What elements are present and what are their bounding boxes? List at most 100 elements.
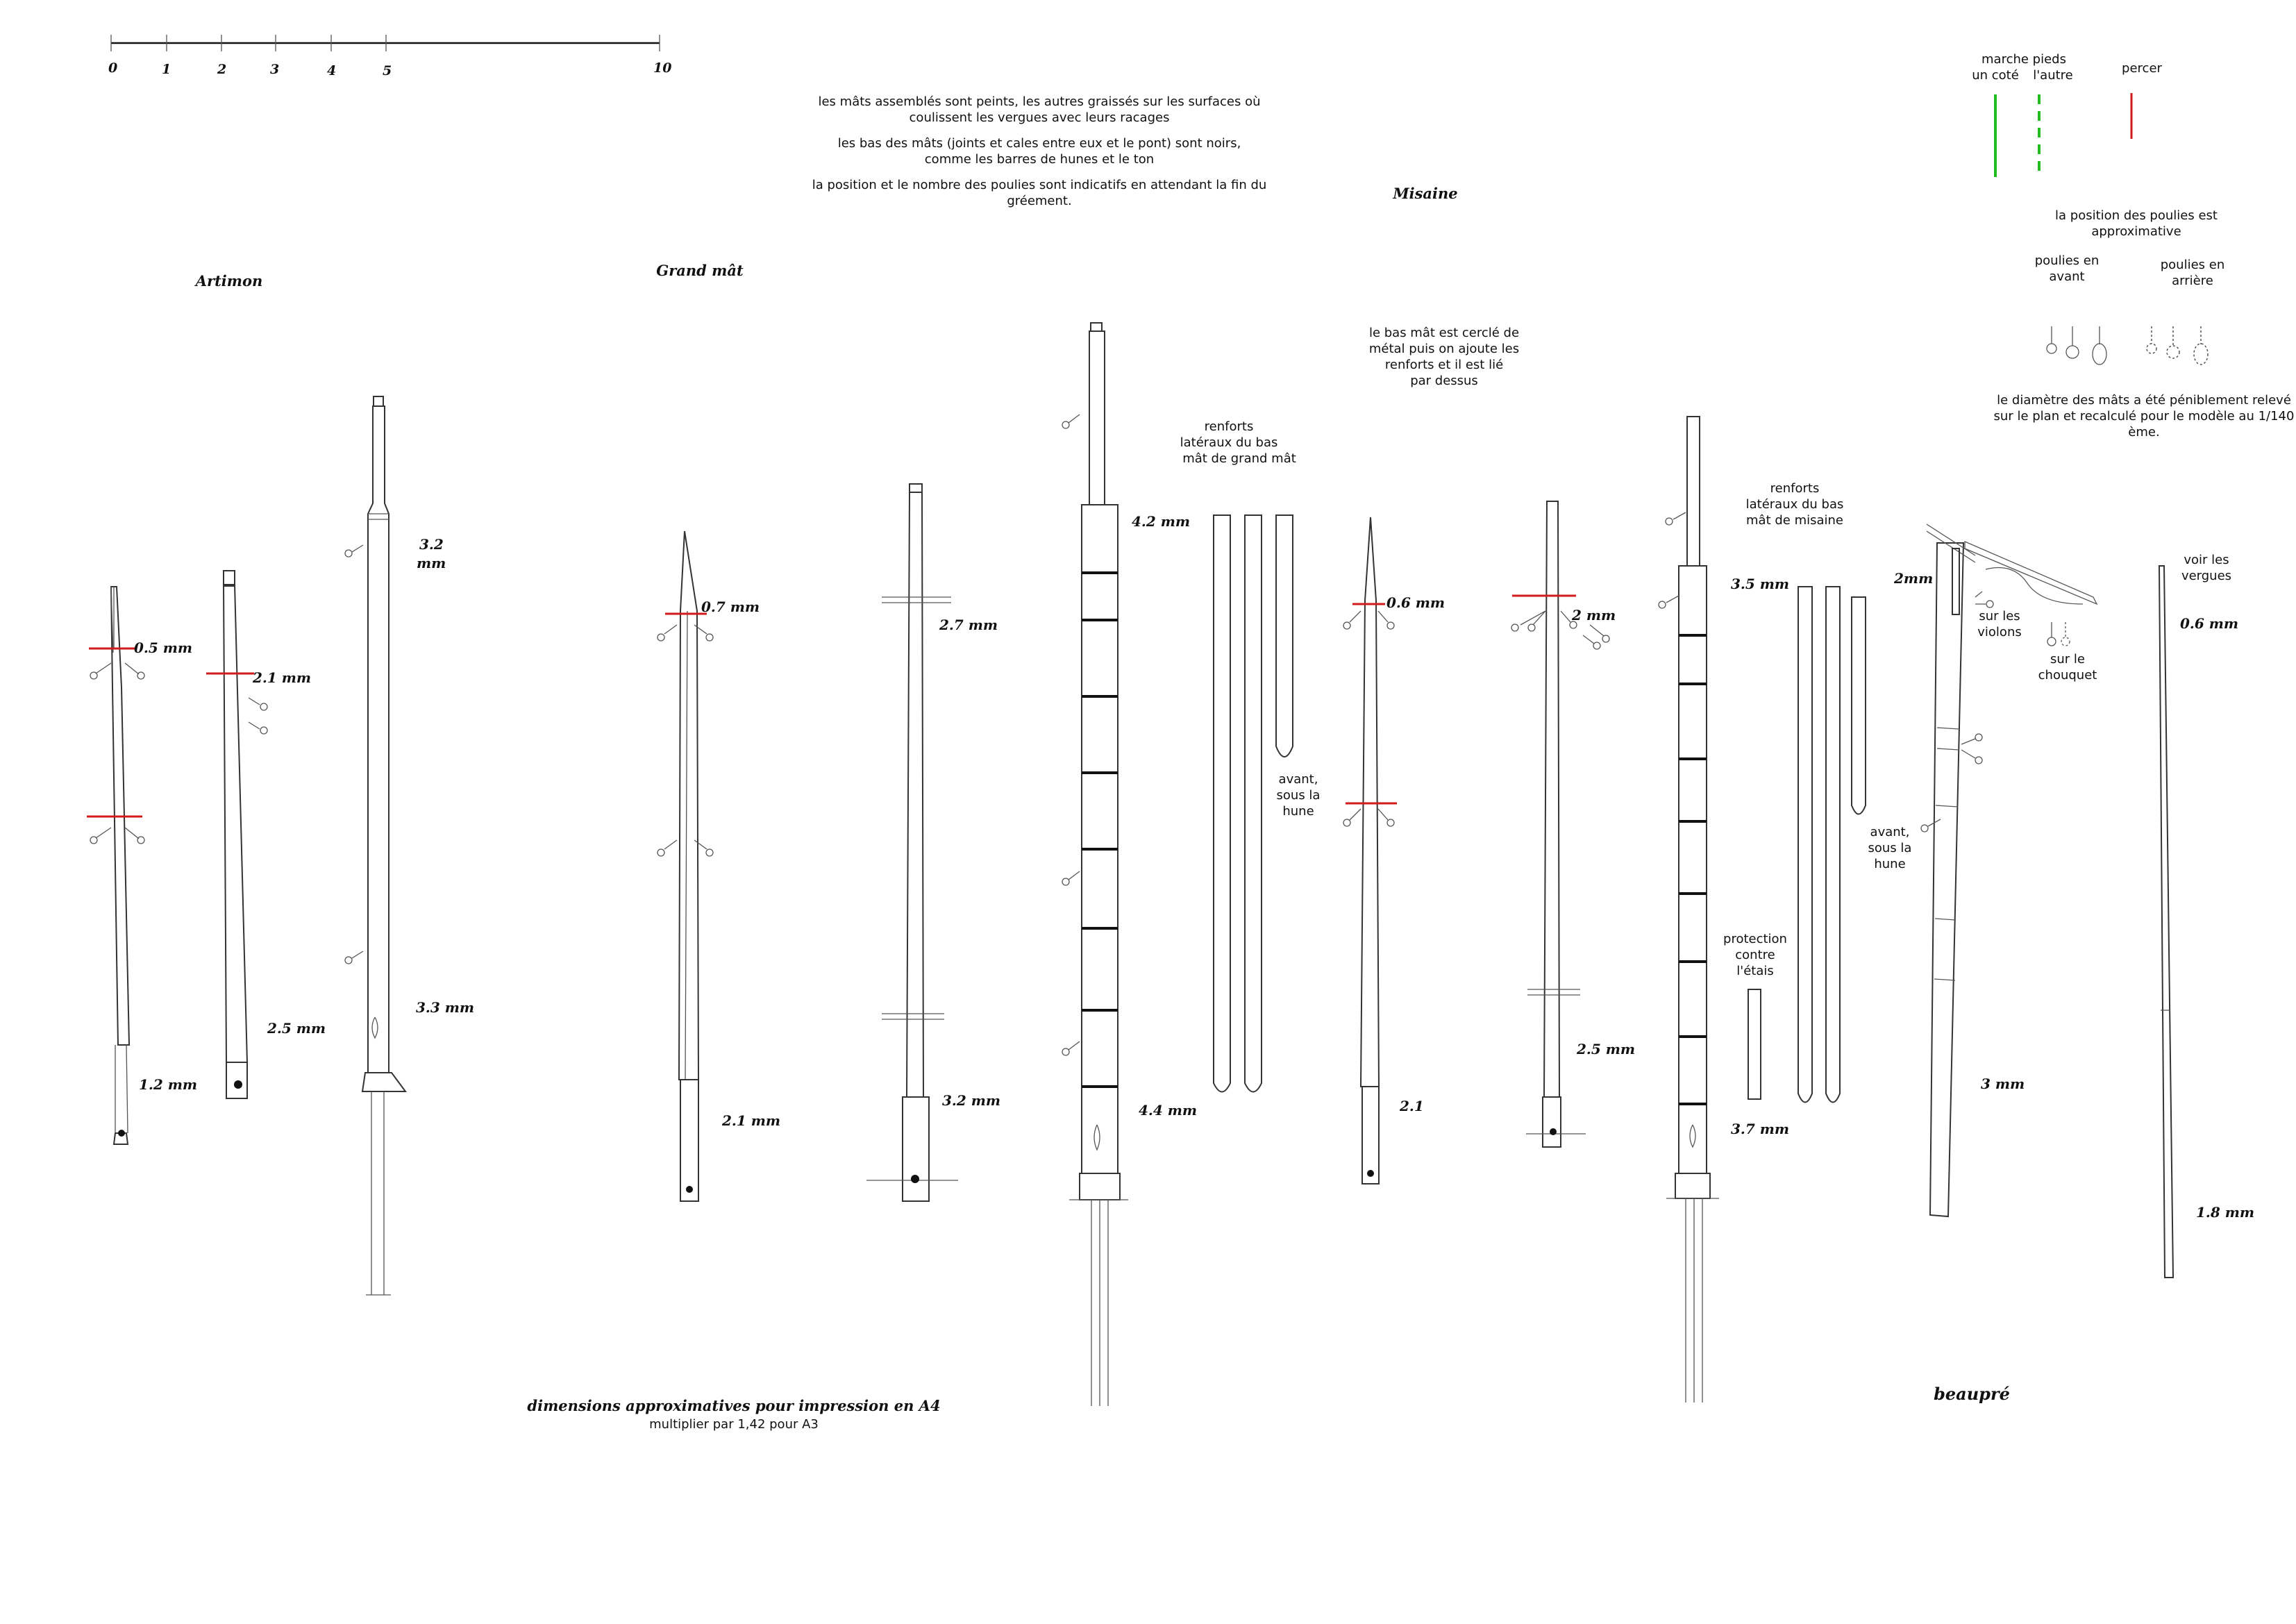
scale-label-5: 5 (383, 63, 392, 78)
dim-artimon-2-bottom: 2.5 mm (267, 1020, 326, 1037)
dim-grand-2-top: 2.7 mm (939, 617, 998, 633)
vergues-label-2: vergues (2181, 569, 2231, 583)
protection-label-1: protection (1723, 932, 1787, 946)
scale-label-10: 10 (653, 60, 671, 76)
note-pulleys-2: gréement. (1007, 194, 1071, 208)
avant-hune-misaine-1: avant, (1870, 825, 1910, 839)
print-note-2: multiplier par 1,42 pour A3 (649, 1417, 819, 1432)
legend-avant-1: poulies en (2035, 253, 2100, 268)
note-bas-mat-1: le bas mât est cerclé de (1369, 326, 1519, 340)
dim-artimon-3-top-1: 3.2 (419, 536, 444, 553)
scale-label-1: 1 (162, 62, 171, 77)
legend-l-autre: l'autre (2033, 68, 2073, 83)
dim-grand-2-bottom: 3.2 mm (942, 1092, 1000, 1109)
legend: marche pieds un coté l'autre percer la p… (1972, 52, 2294, 440)
renforts-grand-label-1: renforts (1205, 419, 1254, 434)
title-misaine: Misaine (1392, 185, 1457, 202)
renforts-grand-label-3: mât de grand mât (1182, 451, 1296, 466)
artimon-mast-1 (87, 586, 145, 1145)
dim-vergue-bottom: 1.8 mm (2196, 1204, 2254, 1221)
beaupre-mast (1920, 524, 2098, 1218)
pulley-forward-icons (2046, 326, 2107, 365)
artimon-mast-2 (206, 570, 268, 1099)
dim-beaupre-bottom: 3 mm (1981, 1075, 2025, 1092)
vergue-spar (2158, 565, 2175, 1278)
print-note-1: dimensions approximatives pour impressio… (527, 1397, 940, 1414)
title-beaupre: beaupré (1934, 1384, 2010, 1404)
renforts-grand-mat: renforts latéraux du bas mât de grand mâ… (1180, 419, 1321, 1093)
misaine-mast-3 (1658, 416, 1719, 1403)
scale-label-3: 3 (270, 62, 279, 77)
chouquet-label-1: sur le (2050, 652, 2085, 667)
note-painted-1: les mâts assemblés sont peints, les autr… (818, 94, 1260, 109)
avant-hune-grand-3: hune (1282, 804, 1314, 819)
dim-artimon-1-bottom: 1.2 mm (139, 1076, 197, 1093)
dim-beaupre-top: 2mm (1893, 570, 1933, 587)
avant-hune-grand-1: avant, (1279, 772, 1318, 787)
renforts-misaine-label-3: mât de misaine (1746, 513, 1843, 528)
dim-misaine-3-bottom: 3.7 mm (1731, 1121, 1789, 1137)
title-artimon: Artimon (194, 272, 263, 290)
scale-label-2: 2 (217, 62, 226, 77)
protection-label-3: l'étais (1736, 964, 1774, 978)
legend-diam-2: sur le plan et recalculé pour le modèle … (1994, 409, 2295, 424)
legend-un-cote: un coté (1972, 68, 2019, 83)
avant-hune-grand-2: sous la (1277, 788, 1321, 803)
renforts-misaine: renforts latéraux du bas mât de misaine … (1723, 481, 1911, 1103)
scale-label-4: 4 (327, 63, 336, 78)
dim-misaine-1-bottom: 2.1 (1399, 1098, 1424, 1114)
artimon-mast-3 (344, 396, 407, 1296)
misaine-mast-1 (1343, 517, 1397, 1184)
dim-artimon-2-top: 2.1 mm (252, 669, 311, 686)
legend-avant-2: avant (2049, 269, 2084, 284)
note-black-1: les bas des mâts (joints et cales entre … (838, 136, 1241, 151)
dim-artimon-3-top-2: mm (417, 555, 446, 571)
dim-grand-3-bottom: 4.4 mm (1139, 1102, 1197, 1119)
violons-label-1: sur les (1979, 609, 2020, 623)
legend-arriere-1: poulies en (2161, 258, 2225, 272)
vergues-label-1: voir les (2184, 553, 2229, 567)
scale-label-0: 0 (108, 60, 117, 76)
note-painted-2: coulissent les vergues avec leurs racage… (910, 110, 1170, 125)
note-pulleys-1: la position et le nombre des poulies son… (812, 178, 1267, 192)
note-bas-mat-3: renforts et il est lié (1385, 358, 1503, 372)
chouquet-label-2: chouquet (2038, 668, 2097, 683)
dim-grand-3-top: 4.2 mm (1132, 513, 1190, 530)
avant-hune-misaine-2: sous la (1868, 841, 1912, 855)
dim-grand-1-top: 0.7 mm (701, 598, 760, 615)
dim-artimon-3-bottom: 3.3 mm (416, 999, 474, 1016)
note-bas-mat-2: métal puis on ajoute les (1369, 342, 1519, 356)
renforts-misaine-label-1: renforts (1770, 481, 1820, 496)
avant-hune-misaine-3: hune (1874, 857, 1905, 871)
grand-mat-mast-1 (657, 530, 714, 1202)
dim-misaine-2-bottom: 2.5 mm (1576, 1041, 1635, 1057)
violons-label-2: violons (1977, 625, 2021, 639)
scale-bar: 0 1 2 3 4 5 10 (108, 35, 671, 78)
dim-vergue-top: 0.6 mm (2180, 615, 2238, 632)
dim-misaine-1-top: 0.6 mm (1386, 594, 1445, 611)
dim-misaine-2-top: 2 mm (1571, 607, 1616, 623)
general-notes: les mâts assemblés sont peints, les autr… (812, 94, 1267, 208)
dim-grand-1-bottom: 2.1 mm (721, 1112, 780, 1129)
protection-label-2: contre (1735, 948, 1775, 962)
note-bas-mat-4: par dessus (1410, 374, 1478, 388)
renforts-grand-label-2: latéraux du bas (1180, 435, 1278, 450)
legend-position-1: la position des poulies est (2055, 208, 2218, 223)
renforts-misaine-label-2: latéraux du bas (1746, 497, 1844, 512)
legend-position-2: approximative (2091, 224, 2181, 239)
dim-misaine-3-top: 3.5 mm (1731, 576, 1789, 592)
note-bas-mat: le bas mât est cerclé de métal puis on a… (1369, 326, 1519, 388)
legend-marche-pieds: marche pieds (1981, 52, 2066, 67)
legend-percer: percer (2122, 61, 2162, 76)
legend-diam-1: le diamètre des mâts a été péniblement r… (1997, 393, 2291, 408)
legend-diam-3: ème. (2128, 425, 2159, 440)
grand-mat-mast-3 (1062, 322, 1128, 1406)
protection-etais (1748, 989, 1761, 1100)
note-black-2: comme les barres de hunes et le ton (925, 152, 1154, 167)
dim-artimon-1-top: 0.5 mm (134, 639, 192, 656)
misaine-mast-2 (1511, 501, 1610, 1148)
pulley-aft-icons (2146, 326, 2209, 365)
grand-mat-mast-2 (866, 483, 958, 1202)
title-grand-mat: Grand mât (656, 262, 744, 279)
